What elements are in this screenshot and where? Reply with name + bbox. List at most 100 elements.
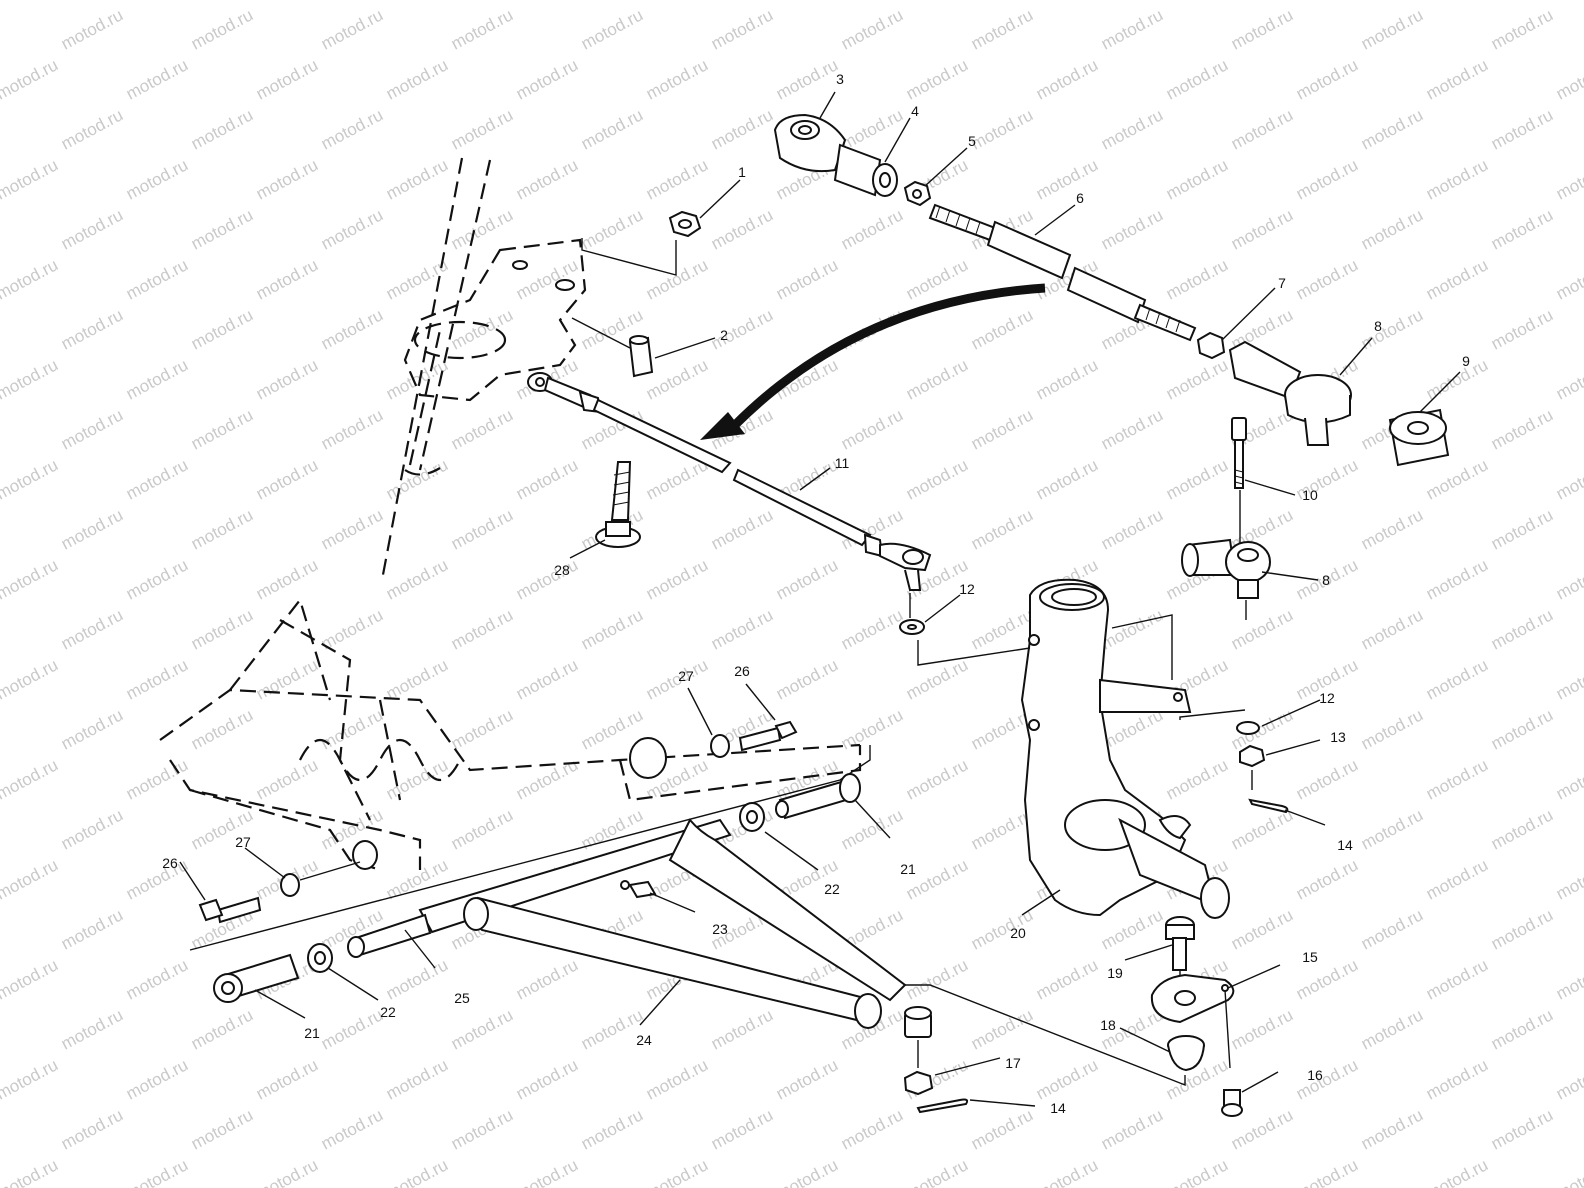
watermark-text: motod.ru — [1163, 755, 1231, 803]
watermark-text: motod.ru — [708, 5, 776, 53]
watermark-text: motod.ru — [188, 1005, 256, 1053]
watermark-text: motod.ru — [1488, 5, 1556, 53]
watermark-text: motod.ru — [1098, 1105, 1166, 1153]
watermark-text: motod.ru — [188, 105, 256, 153]
watermark-text: motod.ru — [318, 705, 386, 753]
watermark-text: motod.ru — [968, 1105, 1036, 1153]
watermark-text: motod.ru — [1033, 155, 1101, 203]
watermark-text: motod.ru — [1098, 205, 1166, 253]
watermark-text: motod.ru — [1098, 905, 1166, 953]
watermark-text: motod.ru — [1423, 0, 1491, 4]
watermark-text: motod.ru — [1358, 505, 1426, 553]
callout-22-left: 22 — [380, 1004, 396, 1020]
watermark-text: motod.ru — [643, 1055, 711, 1103]
watermark-text: motod.ru — [123, 355, 191, 403]
watermark-text: motod.ru — [0, 55, 61, 103]
watermark-text: motod.ru — [513, 555, 581, 603]
watermark-text: motod.ru — [318, 505, 386, 553]
jam-nut-4 — [833, 143, 898, 197]
watermark-text: motod.ru — [643, 255, 711, 303]
watermark-text: motod.ru — [1488, 105, 1556, 153]
callout-8-upper: 8 — [1374, 318, 1382, 334]
watermark-text: motod.ru — [838, 705, 906, 753]
watermark-text: motod.ru — [318, 405, 386, 453]
washer-12-upper — [899, 593, 925, 635]
spacer-2 — [571, 317, 654, 378]
watermark-text: motod.ru — [643, 555, 711, 603]
watermark-text: motod.ru — [253, 1155, 321, 1188]
watermark-text: motod.ru — [58, 205, 126, 253]
watermark-text: motod.ru — [773, 1155, 841, 1188]
watermark-text: motod.ru — [708, 105, 776, 153]
callout-2: 2 — [720, 327, 728, 343]
bolt-19 — [1165, 916, 1195, 985]
watermark-text: motod.ru — [188, 1105, 256, 1153]
callout-3: 3 — [836, 71, 844, 87]
watermark-text: motod.ru — [253, 455, 321, 503]
callout-4: 4 — [911, 103, 919, 119]
callout-14-upper: 14 — [1337, 837, 1353, 853]
watermark-text: motod.ru — [1293, 55, 1361, 103]
grease-fitting-23 — [620, 880, 657, 899]
watermark-text: motod.ru — [968, 105, 1036, 153]
cotter-pin-14-upper — [1248, 770, 1289, 814]
watermark-text: motod.ru — [188, 405, 256, 453]
watermark-text: motod.ru — [1553, 355, 1584, 403]
watermark-text: motod.ru — [448, 1005, 516, 1053]
watermark-text: motod.ru — [0, 0, 61, 4]
callout-27-left: 27 — [235, 834, 251, 850]
watermark-text: motod.ru — [643, 655, 711, 703]
watermark-text: motod.ru — [1358, 5, 1426, 53]
watermark-text: motod.ru — [1358, 805, 1426, 853]
watermark-text: motod.ru — [708, 205, 776, 253]
watermark-text: motod.ru — [188, 305, 256, 353]
watermark-text: motod.ru — [448, 505, 516, 553]
pivot-tube-21-right — [775, 773, 861, 820]
watermark-text: motod.ru — [448, 805, 516, 853]
washer-22-right — [739, 802, 765, 832]
watermark-text: motod.ru — [253, 755, 321, 803]
watermark-text: motod.ru — [1033, 355, 1101, 403]
watermark-text: motod.ru — [968, 605, 1036, 653]
watermark-text: motod.ru — [1488, 1005, 1556, 1053]
watermark-text: motod.ru — [58, 1005, 126, 1053]
watermark-text: motod.ru — [773, 255, 841, 303]
watermark-text: motod.ru — [448, 705, 516, 753]
watermark-text: motod.ru — [838, 405, 906, 453]
watermark-text: motod.ru — [773, 0, 841, 4]
watermark-text: motod.ru — [448, 405, 516, 453]
tie-rod-6 — [928, 203, 1197, 342]
callout-17: 17 — [1005, 1055, 1021, 1071]
watermark-text: motod.ru — [318, 305, 386, 353]
watermark-text: motod.ru — [58, 5, 126, 53]
callout-13: 13 — [1330, 729, 1346, 745]
watermark-text: motod.ru — [773, 555, 841, 603]
watermark-text: motod.ru — [1358, 705, 1426, 753]
watermark-text: motod.ru — [1228, 1005, 1296, 1053]
watermark-text: motod.ru — [1553, 755, 1584, 803]
watermark-text: motod.ru — [188, 205, 256, 253]
watermark-text: motod.ru — [1553, 955, 1584, 1003]
hex-nut-5 — [903, 180, 932, 207]
watermark-text: motod.ru — [448, 305, 516, 353]
callout-25: 25 — [454, 990, 470, 1006]
watermark-text: motod.ru — [1423, 655, 1491, 703]
watermark-text: motod.ru — [708, 505, 776, 553]
watermark-text: motod.ru — [1553, 555, 1584, 603]
rod-end-8-upper — [1228, 340, 1352, 446]
watermark-text: motod.ru — [643, 155, 711, 203]
watermark-text: motod.ru — [1358, 1105, 1426, 1153]
bolt-28 — [595, 461, 641, 548]
washer-27-right — [710, 734, 730, 758]
callout-21-right: 21 — [900, 861, 916, 877]
rod-end-8-lower — [1181, 538, 1271, 620]
callout-11: 11 — [835, 455, 850, 471]
nut-17 — [903, 1006, 934, 1096]
watermark-text: motod.ru — [1553, 1055, 1584, 1103]
callout-12-lower: 12 — [1319, 690, 1335, 706]
a-arm-24 — [189, 745, 1186, 1087]
watermark-text: motod.ru — [513, 155, 581, 203]
watermark-text: motod.ru — [0, 755, 61, 803]
